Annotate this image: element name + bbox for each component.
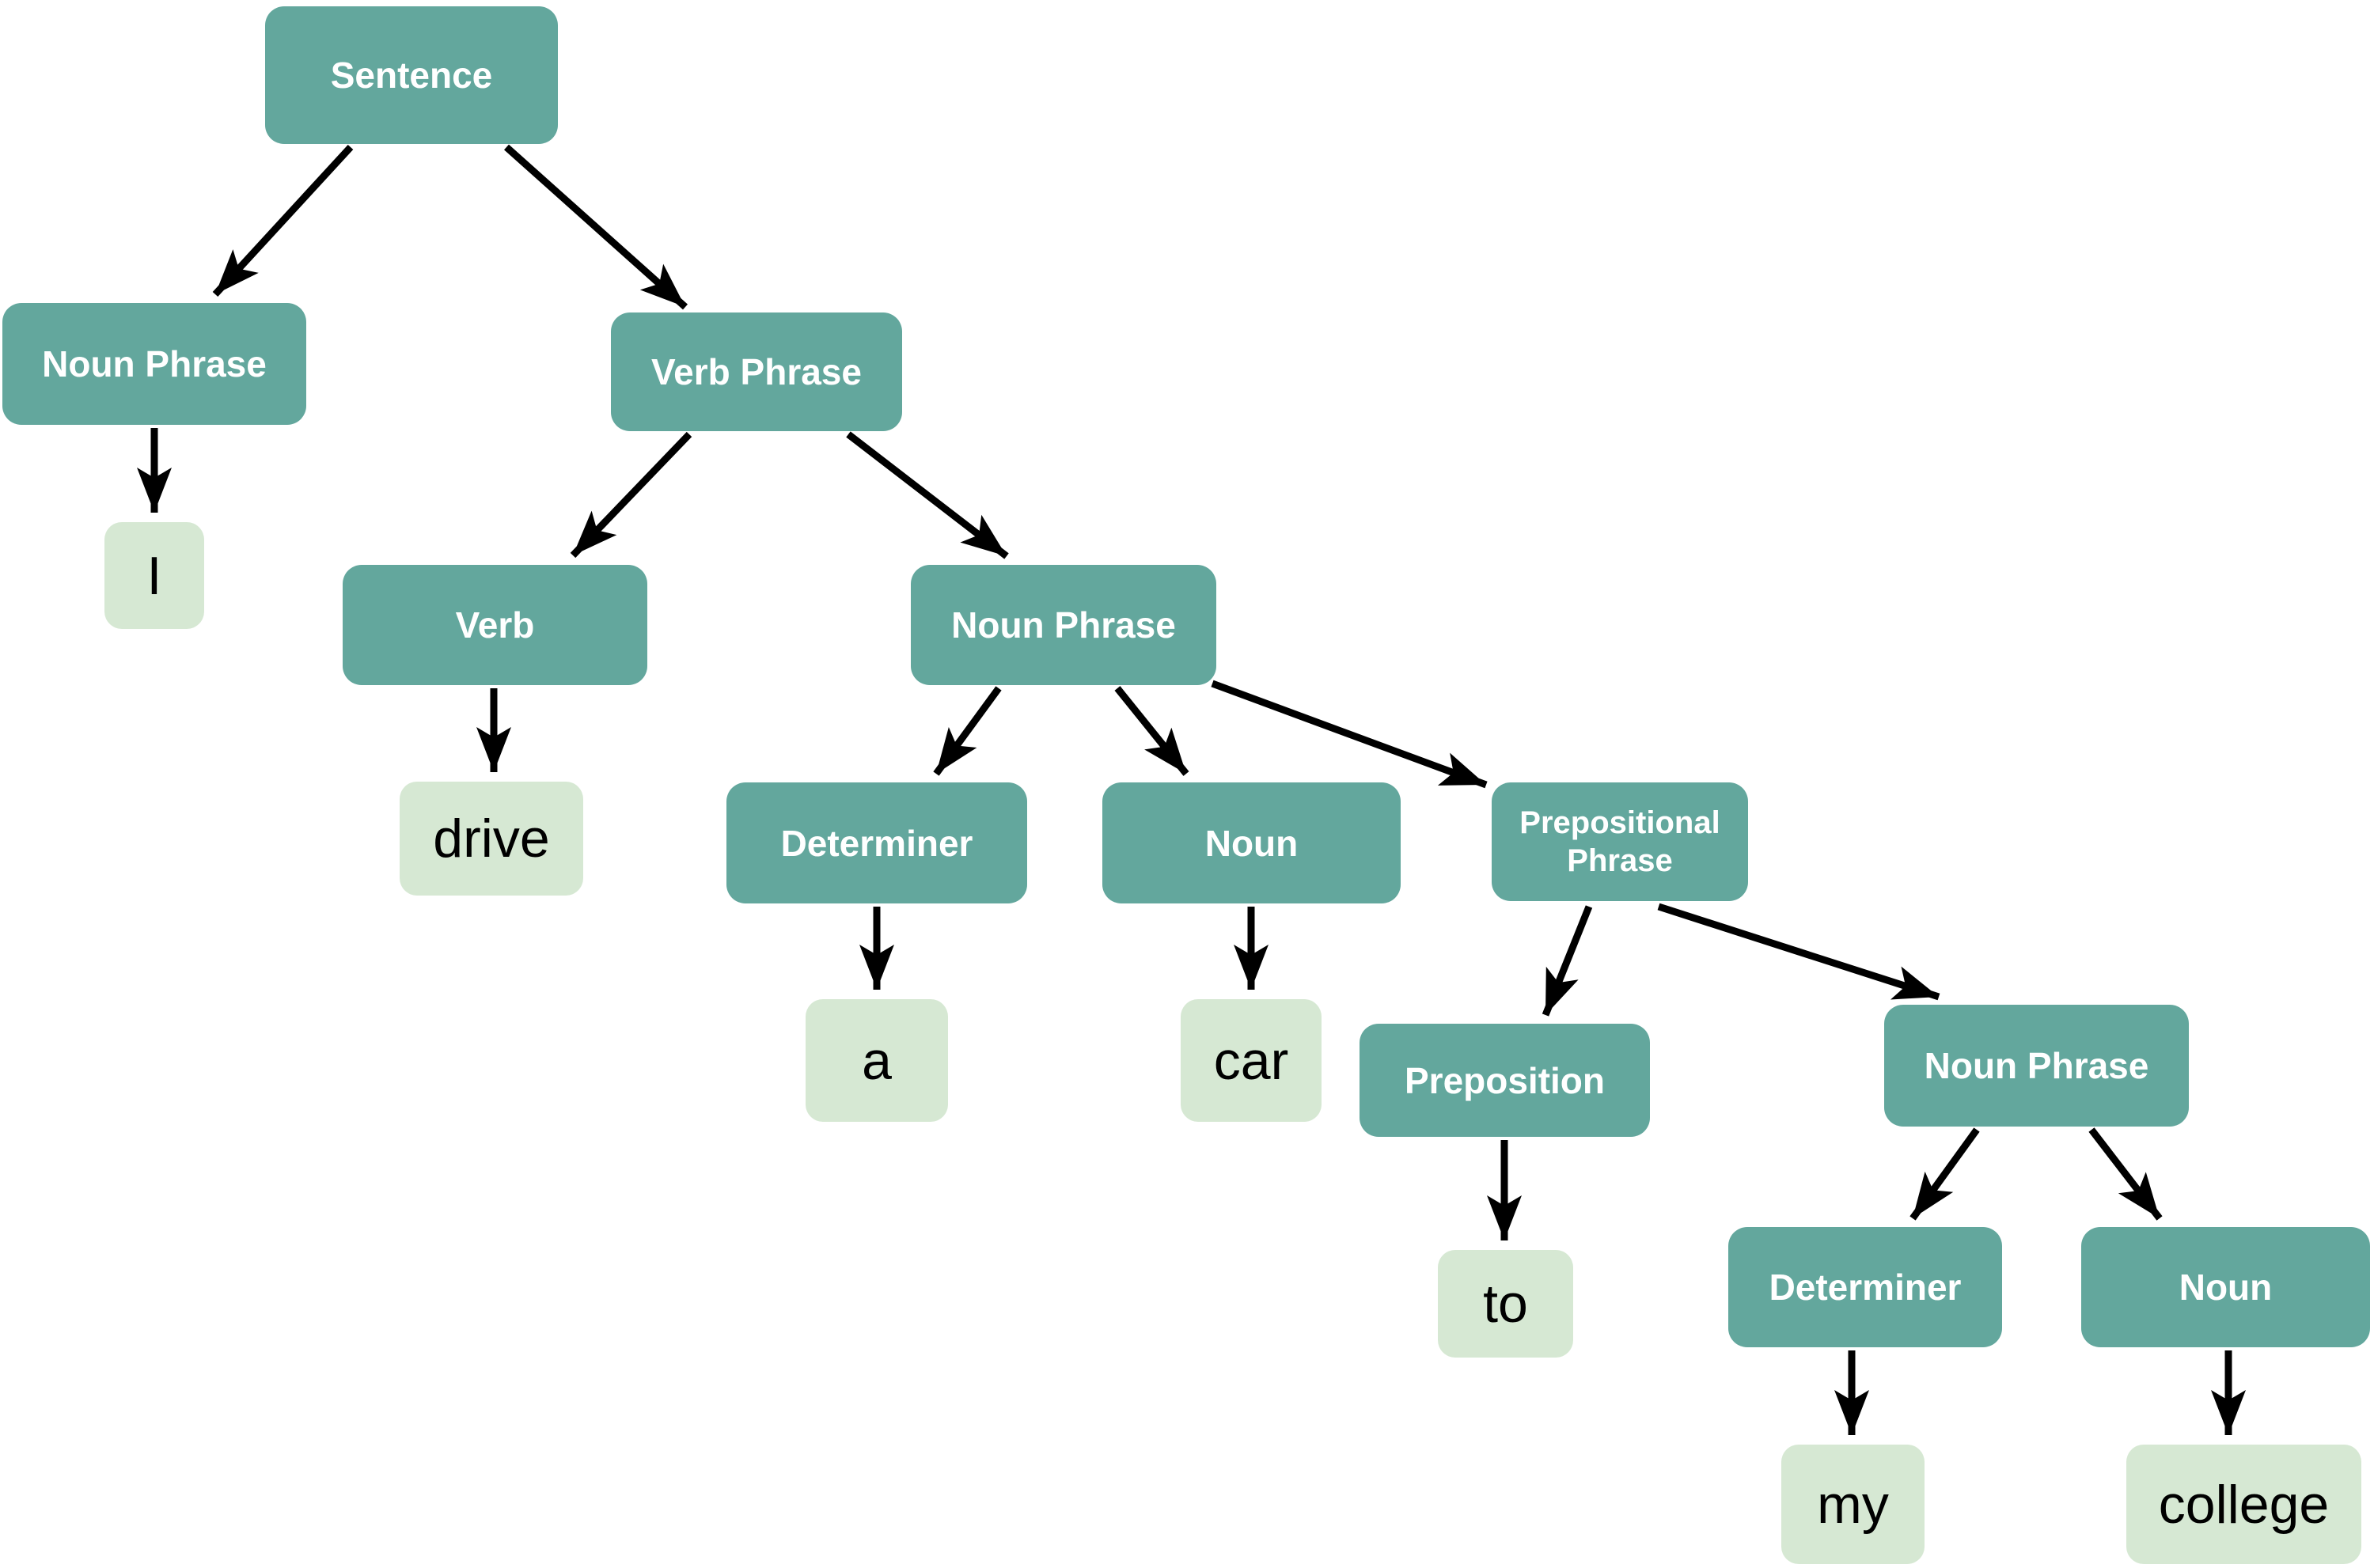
node-label: Determiner (1769, 1267, 1962, 1308)
node-label: Noun (1204, 822, 1299, 864)
word-label: I (146, 545, 162, 606)
edge-noun-phrase-right-to-noun-right (2088, 1127, 2163, 1221)
edge-prepositional-phrase-to-preposition (1542, 905, 1593, 1017)
word-to: to (1438, 1250, 1573, 1358)
node-prepositional-phrase: Prepositional Phrase (1492, 782, 1748, 901)
word-drive: drive (400, 782, 583, 896)
node-determiner-right: Determiner (1728, 1227, 2002, 1347)
word-label: car (1213, 1030, 1289, 1091)
edge-verb-phrase-to-verb (570, 431, 692, 559)
word-car: car (1181, 999, 1322, 1122)
word-my: my (1781, 1445, 1925, 1564)
node-noun-mid: Noun (1102, 782, 1401, 903)
word-i: I (104, 522, 204, 629)
edge-sentence-to-verb-phrase (504, 144, 688, 310)
node-noun-phrase-mid: Noun Phrase (911, 565, 1216, 685)
node-label: Noun Phrase (42, 343, 267, 384)
node-preposition: Preposition (1360, 1024, 1650, 1137)
edge-noun-phrase-right-to-determiner-right (1909, 1127, 1980, 1221)
word-a: a (806, 999, 948, 1122)
word-label: my (1817, 1474, 1889, 1535)
edge-noun-phrase-mid-to-determiner-left (933, 686, 1002, 776)
node-label: Verb (455, 604, 535, 646)
edge-noun-phrase-mid-to-prepositional-phrase (1211, 680, 1488, 789)
node-sentence: Sentence (265, 6, 558, 144)
node-label: Determiner (780, 822, 973, 864)
node-determiner-left: Determiner (726, 782, 1027, 903)
node-noun-phrase-left: Noun Phrase (2, 303, 306, 425)
node-label: Noun Phrase (951, 604, 1176, 646)
node-label: Prepositional Phrase (1519, 805, 1720, 878)
node-verb-phrase: Verb Phrase (611, 312, 902, 431)
node-label: Noun Phrase (1924, 1045, 2149, 1086)
node-label: Noun (2179, 1267, 2273, 1308)
word-label: to (1483, 1274, 1528, 1334)
node-noun-phrase-right: Noun Phrase (1884, 1005, 2189, 1127)
edge-noun-phrase-mid-to-noun-mid (1114, 686, 1189, 776)
node-verb: Verb (343, 565, 647, 685)
word-label: a (862, 1030, 892, 1091)
node-label: Preposition (1404, 1059, 1606, 1101)
node-noun-right: Noun (2081, 1227, 2370, 1347)
edge-sentence-to-noun-phrase-left (212, 144, 354, 297)
word-label: college (2158, 1474, 2330, 1535)
edge-prepositional-phrase-to-noun-phrase-right (1657, 903, 1940, 1001)
word-college: college (2126, 1445, 2361, 1564)
node-label: Verb Phrase (651, 351, 862, 392)
node-label: Sentence (330, 55, 493, 96)
edge-verb-phrase-to-noun-phrase-mid (846, 431, 1009, 559)
word-label: drive (433, 809, 550, 869)
